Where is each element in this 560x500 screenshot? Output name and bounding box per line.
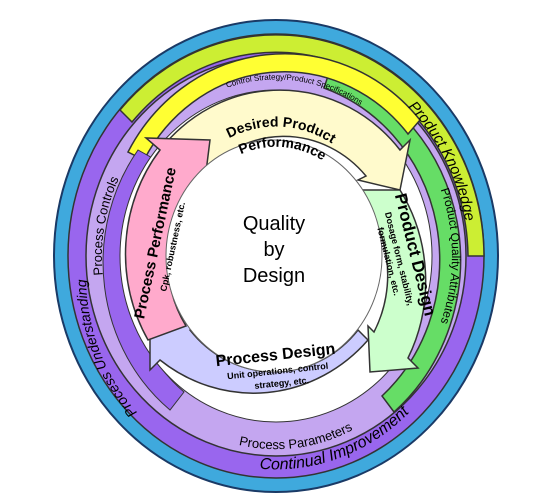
ring-control-strategy	[126, 53, 421, 162]
ring-product-quality-attributes	[323, 69, 462, 414]
center-line-3: Design	[243, 265, 305, 287]
center-circle	[165, 139, 383, 373]
ring-product-knowledge	[118, 34, 485, 257]
center-line-2: by	[263, 239, 284, 261]
center-line-1: Quality	[243, 213, 305, 235]
